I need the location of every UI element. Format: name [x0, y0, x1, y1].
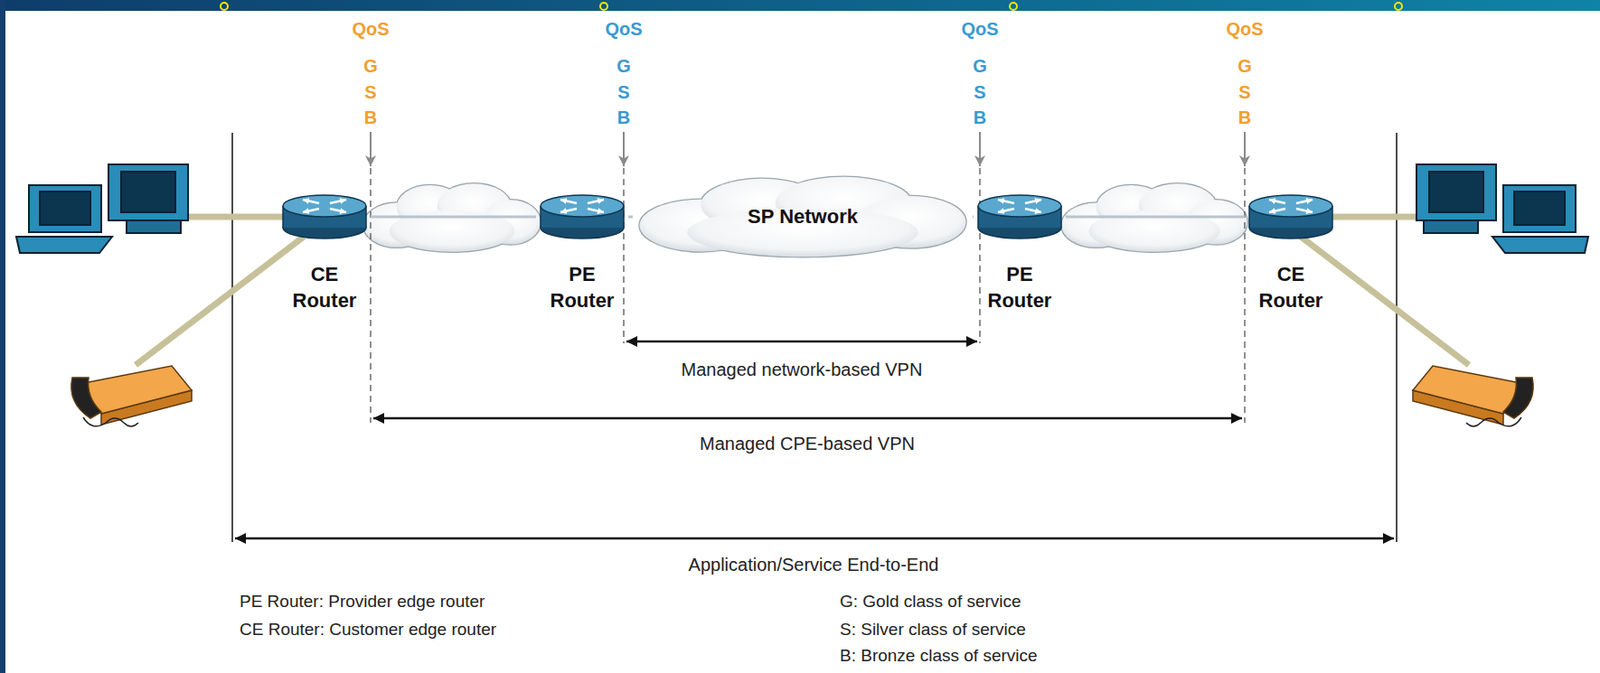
key-text: S: Silver class of service: [837, 620, 1029, 641]
qos-label: QoS: [602, 18, 645, 40]
network-link: [1065, 216, 1245, 219]
router-icon: [538, 193, 626, 241]
span-label: Managed network-based VPN: [678, 358, 926, 381]
class-letter: B: [361, 106, 380, 129]
router-label: CE Router: [1244, 262, 1337, 314]
class-letter: B: [614, 106, 633, 129]
class-letter: S: [614, 81, 632, 104]
pe-router: PE Router: [973, 193, 1066, 314]
router-label: PE Router: [536, 262, 629, 314]
class-letter: B: [1235, 106, 1254, 129]
class-letter: G: [1234, 55, 1255, 77]
pe-router: PE Router: [536, 193, 629, 314]
class-letter: S: [1235, 81, 1253, 104]
ce-router: CE Router: [278, 193, 371, 314]
end-site: [1300, 164, 1589, 427]
class-letter: G: [360, 55, 381, 77]
key-text: B: Bronze class of service: [837, 646, 1041, 668]
qos-label: QoS: [1223, 18, 1266, 40]
class-letter: S: [970, 81, 989, 104]
span-arrow: [235, 341, 1394, 539]
router-icon: [1247, 193, 1335, 241]
boundary-line: [232, 132, 1397, 543]
class-letter: G: [969, 55, 990, 77]
span-label: Application/Service End-to-End: [686, 554, 942, 576]
end-site: [16, 164, 304, 427]
network-link: [972, 216, 974, 219]
router-label: CE Router: [278, 262, 371, 314]
router-label: PE Router: [973, 262, 1066, 314]
cloud-label: SP Network: [747, 205, 858, 229]
sp-network-cloud: SP Network: [632, 173, 973, 261]
router-icon: [281, 193, 368, 241]
qos-label: QoS: [958, 18, 1001, 40]
network-link: [628, 216, 633, 219]
span-label: Managed CPE-based VPN: [696, 432, 918, 455]
class-letter: G: [613, 55, 634, 77]
key-text: PE Router: Provider edge router: [236, 592, 488, 613]
key-text: G: Gold class of service: [837, 592, 1025, 613]
qos-marker: [370, 131, 1245, 424]
network-link: [370, 216, 537, 219]
router-icon: [976, 193, 1064, 241]
class-letter: B: [970, 106, 989, 129]
ce-router: CE Router: [1244, 193, 1337, 314]
class-letter: S: [361, 81, 379, 104]
qos-label: QoS: [348, 18, 392, 40]
key-text: CE Router: Customer edge router: [236, 620, 499, 641]
